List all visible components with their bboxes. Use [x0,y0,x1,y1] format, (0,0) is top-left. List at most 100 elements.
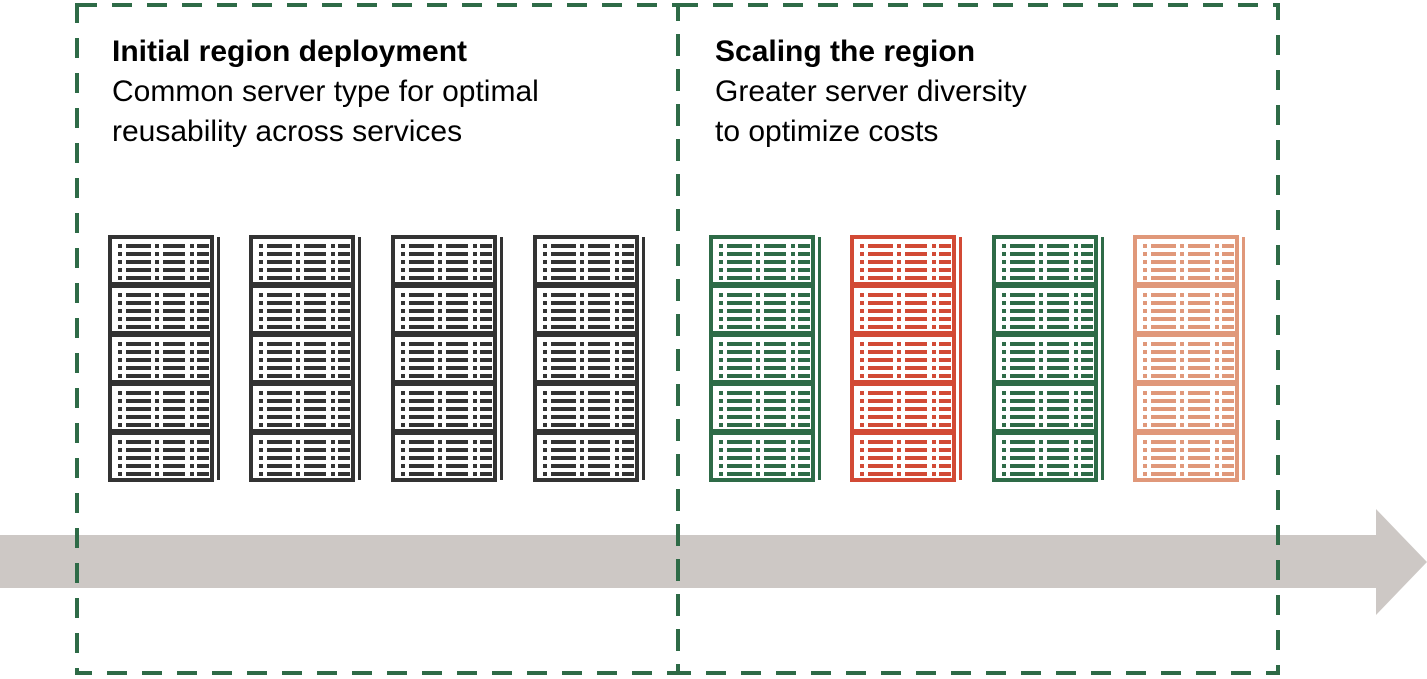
server-led [1074,325,1078,329]
server-led [1188,317,1210,321]
server-led [155,407,159,411]
server-led [1151,317,1176,321]
server-led [1151,374,1176,378]
server-led [1143,358,1147,362]
server-led [1143,260,1147,264]
server-led [1151,399,1176,403]
server-led [126,325,151,329]
server-led [551,456,576,460]
server-led [1010,399,1035,403]
server-unit [709,382,815,433]
server-led [197,260,209,264]
server-led [798,252,810,256]
server-led [551,260,576,264]
server-led [126,358,151,362]
server-led [727,342,752,346]
server-led [438,268,442,272]
server-led [473,407,477,411]
server-led [615,252,619,256]
server-led [1010,407,1035,411]
server-led [1074,244,1078,248]
server-led [473,415,477,419]
server-led [1081,268,1093,272]
server-led [543,252,547,256]
server-led [719,309,723,313]
server-led [791,423,795,427]
server-led [764,244,786,248]
server-led [197,301,209,305]
server-led [791,407,795,411]
server-led [331,440,335,444]
server-led [1143,415,1147,419]
server-led [1074,415,1078,419]
server-led [118,309,122,313]
server-led [897,464,901,468]
server-led [1047,472,1069,476]
server-led [1047,317,1069,321]
server-unit [850,235,956,286]
server-led [932,448,936,452]
server-led [304,276,326,280]
server-led [446,309,468,313]
server-led [155,358,159,362]
server-led [1081,423,1093,427]
server-led [860,423,864,427]
server-led [259,440,263,444]
server-led [897,301,901,305]
server-led [756,268,760,272]
server-led [727,260,752,264]
server-led [190,448,194,452]
server-led [304,342,326,346]
server-led [727,440,752,444]
server-led [1047,244,1069,248]
server-led [580,464,584,468]
server-led [868,268,893,272]
server-led [1215,448,1219,452]
server-led [1180,309,1184,313]
server-led [588,464,610,468]
server-led [126,244,151,248]
server-led [1215,268,1219,272]
server-led [304,244,326,248]
server-led [1222,448,1234,452]
server-led [1222,407,1234,411]
server-led [473,325,477,329]
server-led [190,440,194,444]
server-led [163,366,185,370]
server-led [727,301,752,305]
server-led [1143,276,1147,280]
server-led [304,464,326,468]
server-led [1143,472,1147,476]
server-led [1180,358,1184,362]
server-unit [249,382,355,433]
server-led [155,440,159,444]
server-led [1039,423,1043,427]
server-led [1010,244,1035,248]
server-unit [249,431,355,482]
server-led [791,391,795,395]
server-led [480,301,492,305]
server-led [1180,276,1184,280]
server-led [197,268,209,272]
server-led [126,260,151,264]
server-led [798,309,810,313]
server-led [259,472,263,476]
server-led [401,244,405,248]
server-led [331,350,335,354]
server-led [473,309,477,313]
server-unit [108,235,214,286]
server-led [1010,293,1035,297]
server-unit [533,382,639,433]
server-led [1188,309,1210,313]
server-unit [533,431,639,482]
server-led [190,391,194,395]
server-led [939,440,951,444]
server-led [1215,358,1219,362]
server-unit [1133,382,1239,433]
server-led [543,309,547,313]
server-led [1180,317,1184,321]
server-led [1180,268,1184,272]
server-led [338,358,350,362]
server-led [1215,293,1219,297]
server-led [163,391,185,395]
